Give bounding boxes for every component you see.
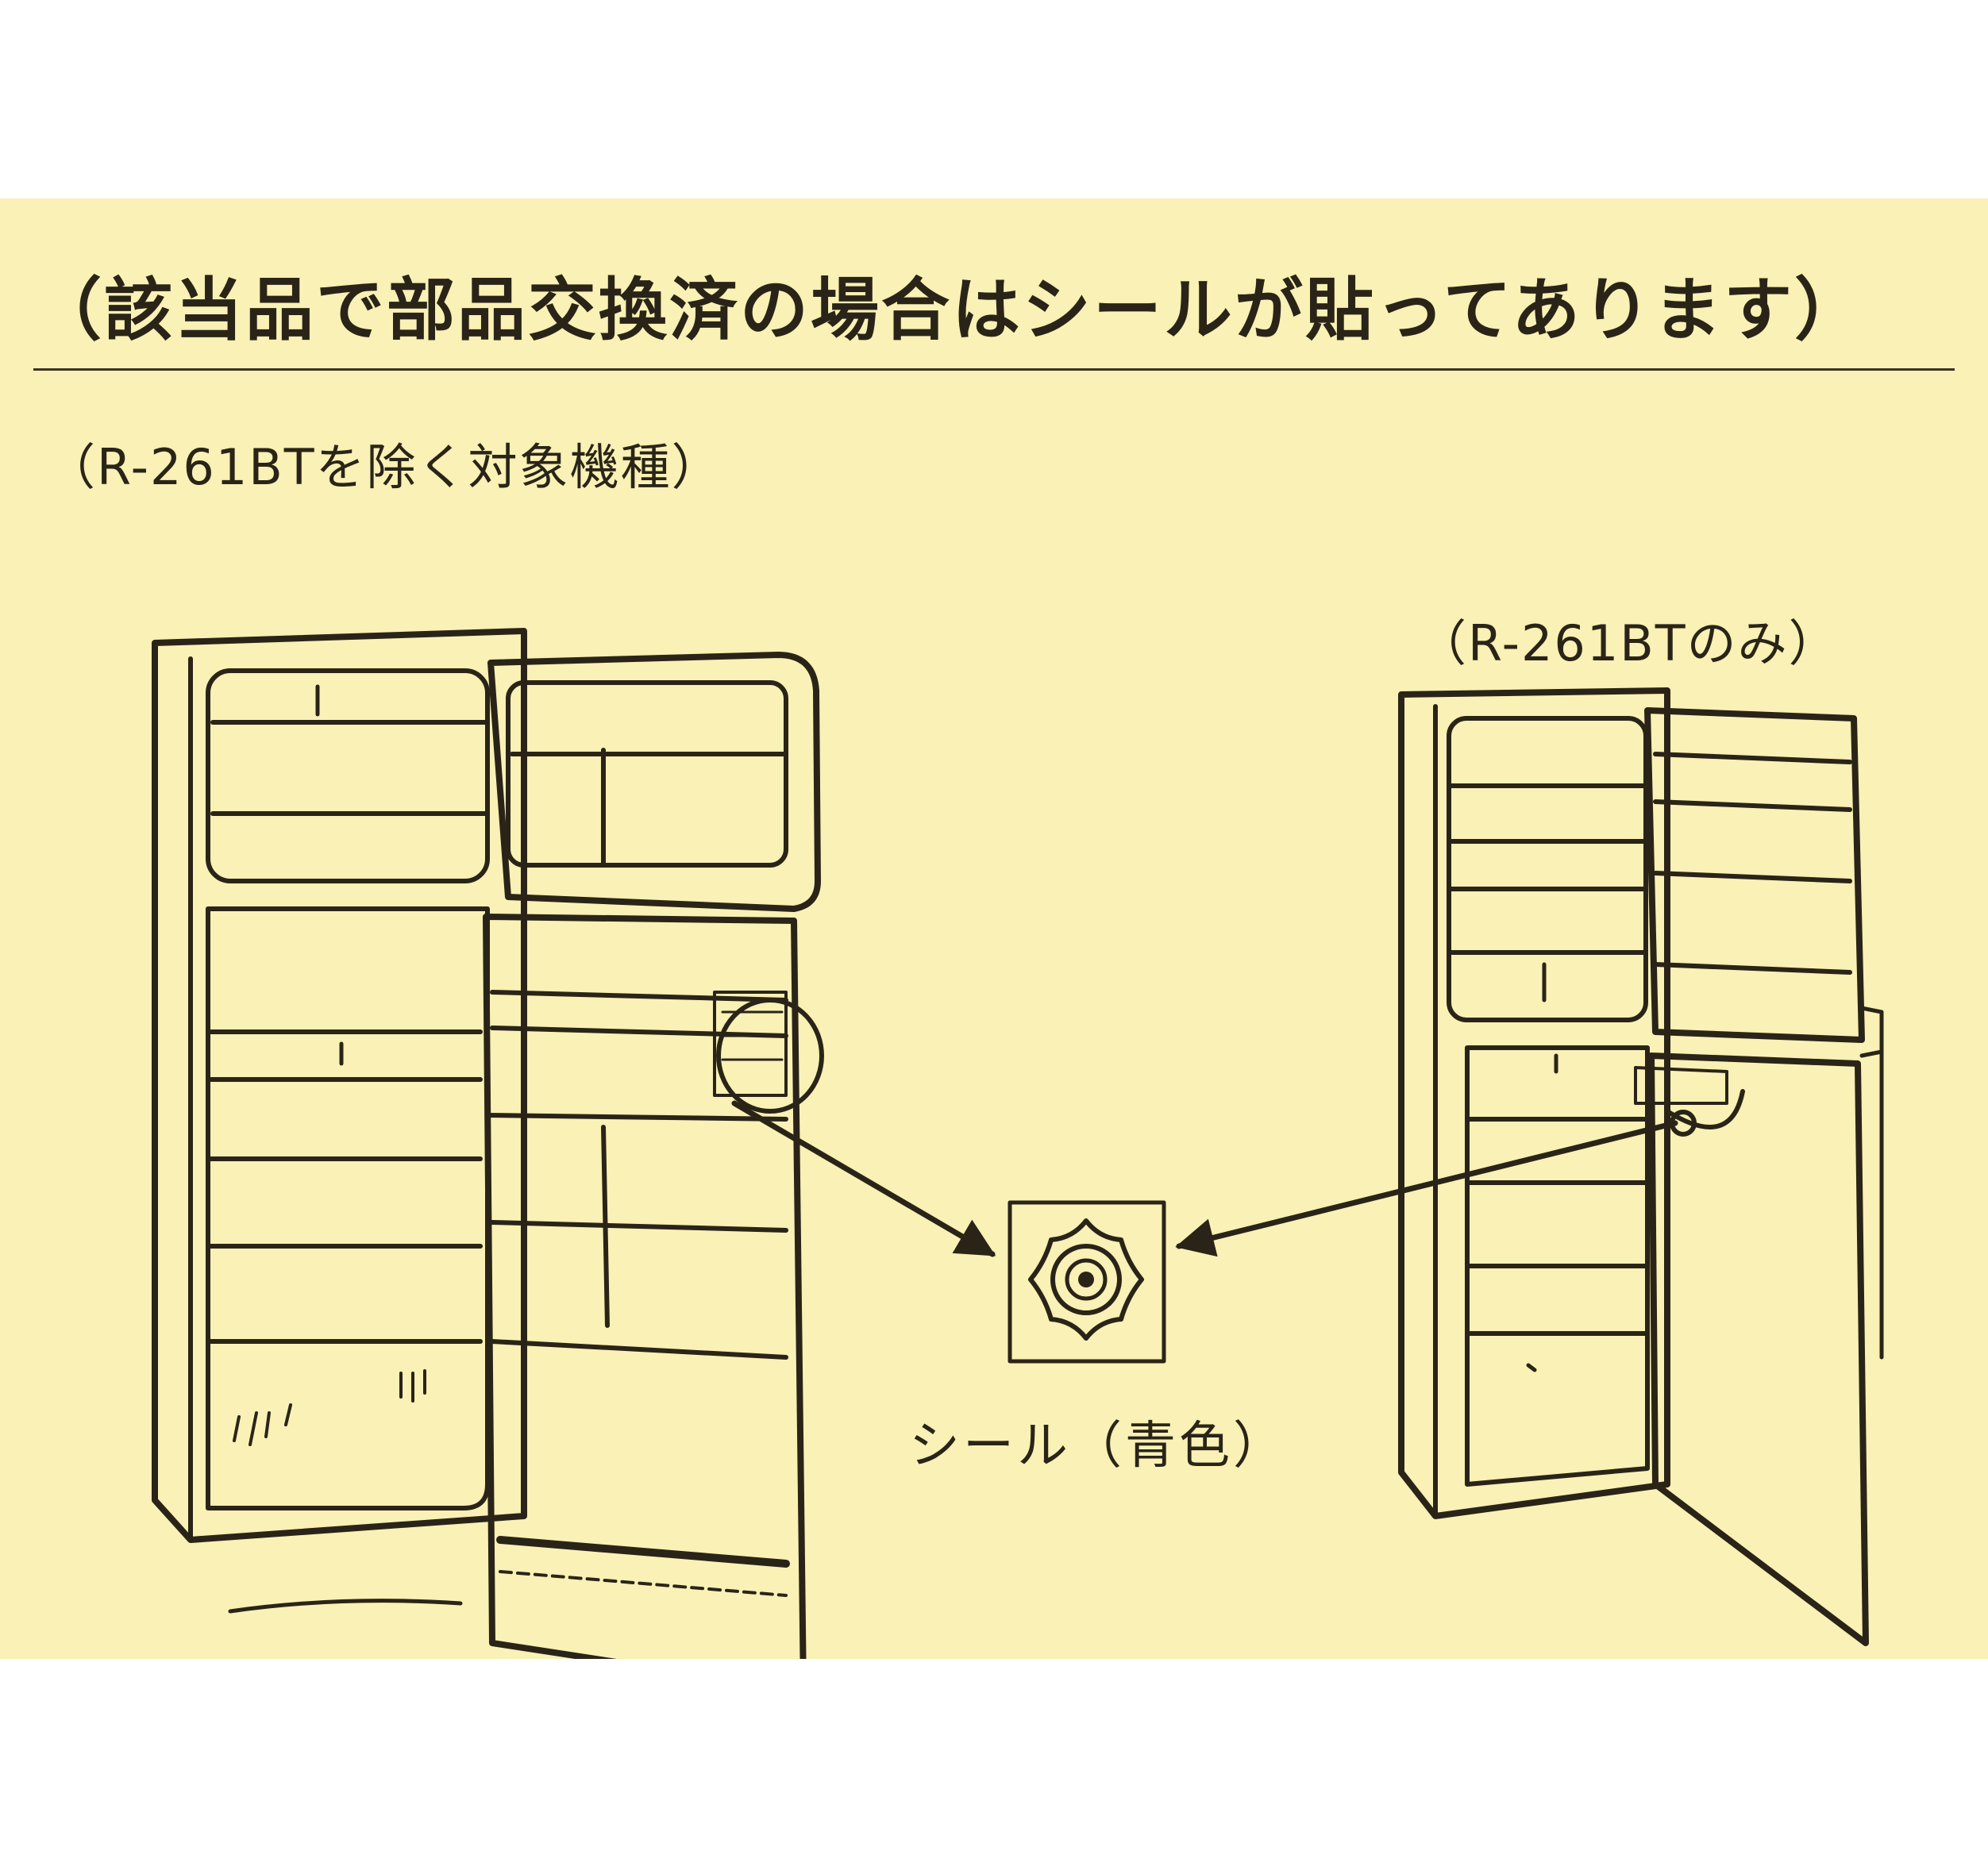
blue-seal-icon: [1010, 1203, 1164, 1361]
refrigerator-diagram: [0, 198, 1988, 1659]
left-refrigerator-illustration: [155, 631, 822, 1659]
seal-caption: シール（青色）: [909, 1417, 1287, 1476]
left-model-caption: （R-261BTを除く対象機種）: [46, 438, 722, 496]
notice-panel: （該当品で部品交換済の場合はシールが貼ってあります） （R-261BTを除く対象…: [0, 198, 1988, 1659]
right-model-caption: （R-261BTのみ）: [1417, 614, 1840, 672]
right-refrigerator-illustration: [1401, 691, 1882, 1643]
right-pointer-arrow: [1175, 1123, 1675, 1257]
left-pointer-arrow: [734, 1103, 996, 1254]
heading-divider: [33, 368, 1955, 371]
notice-heading: （該当品で部品交換済の場合はシールが貼ってあります）: [33, 271, 1866, 350]
